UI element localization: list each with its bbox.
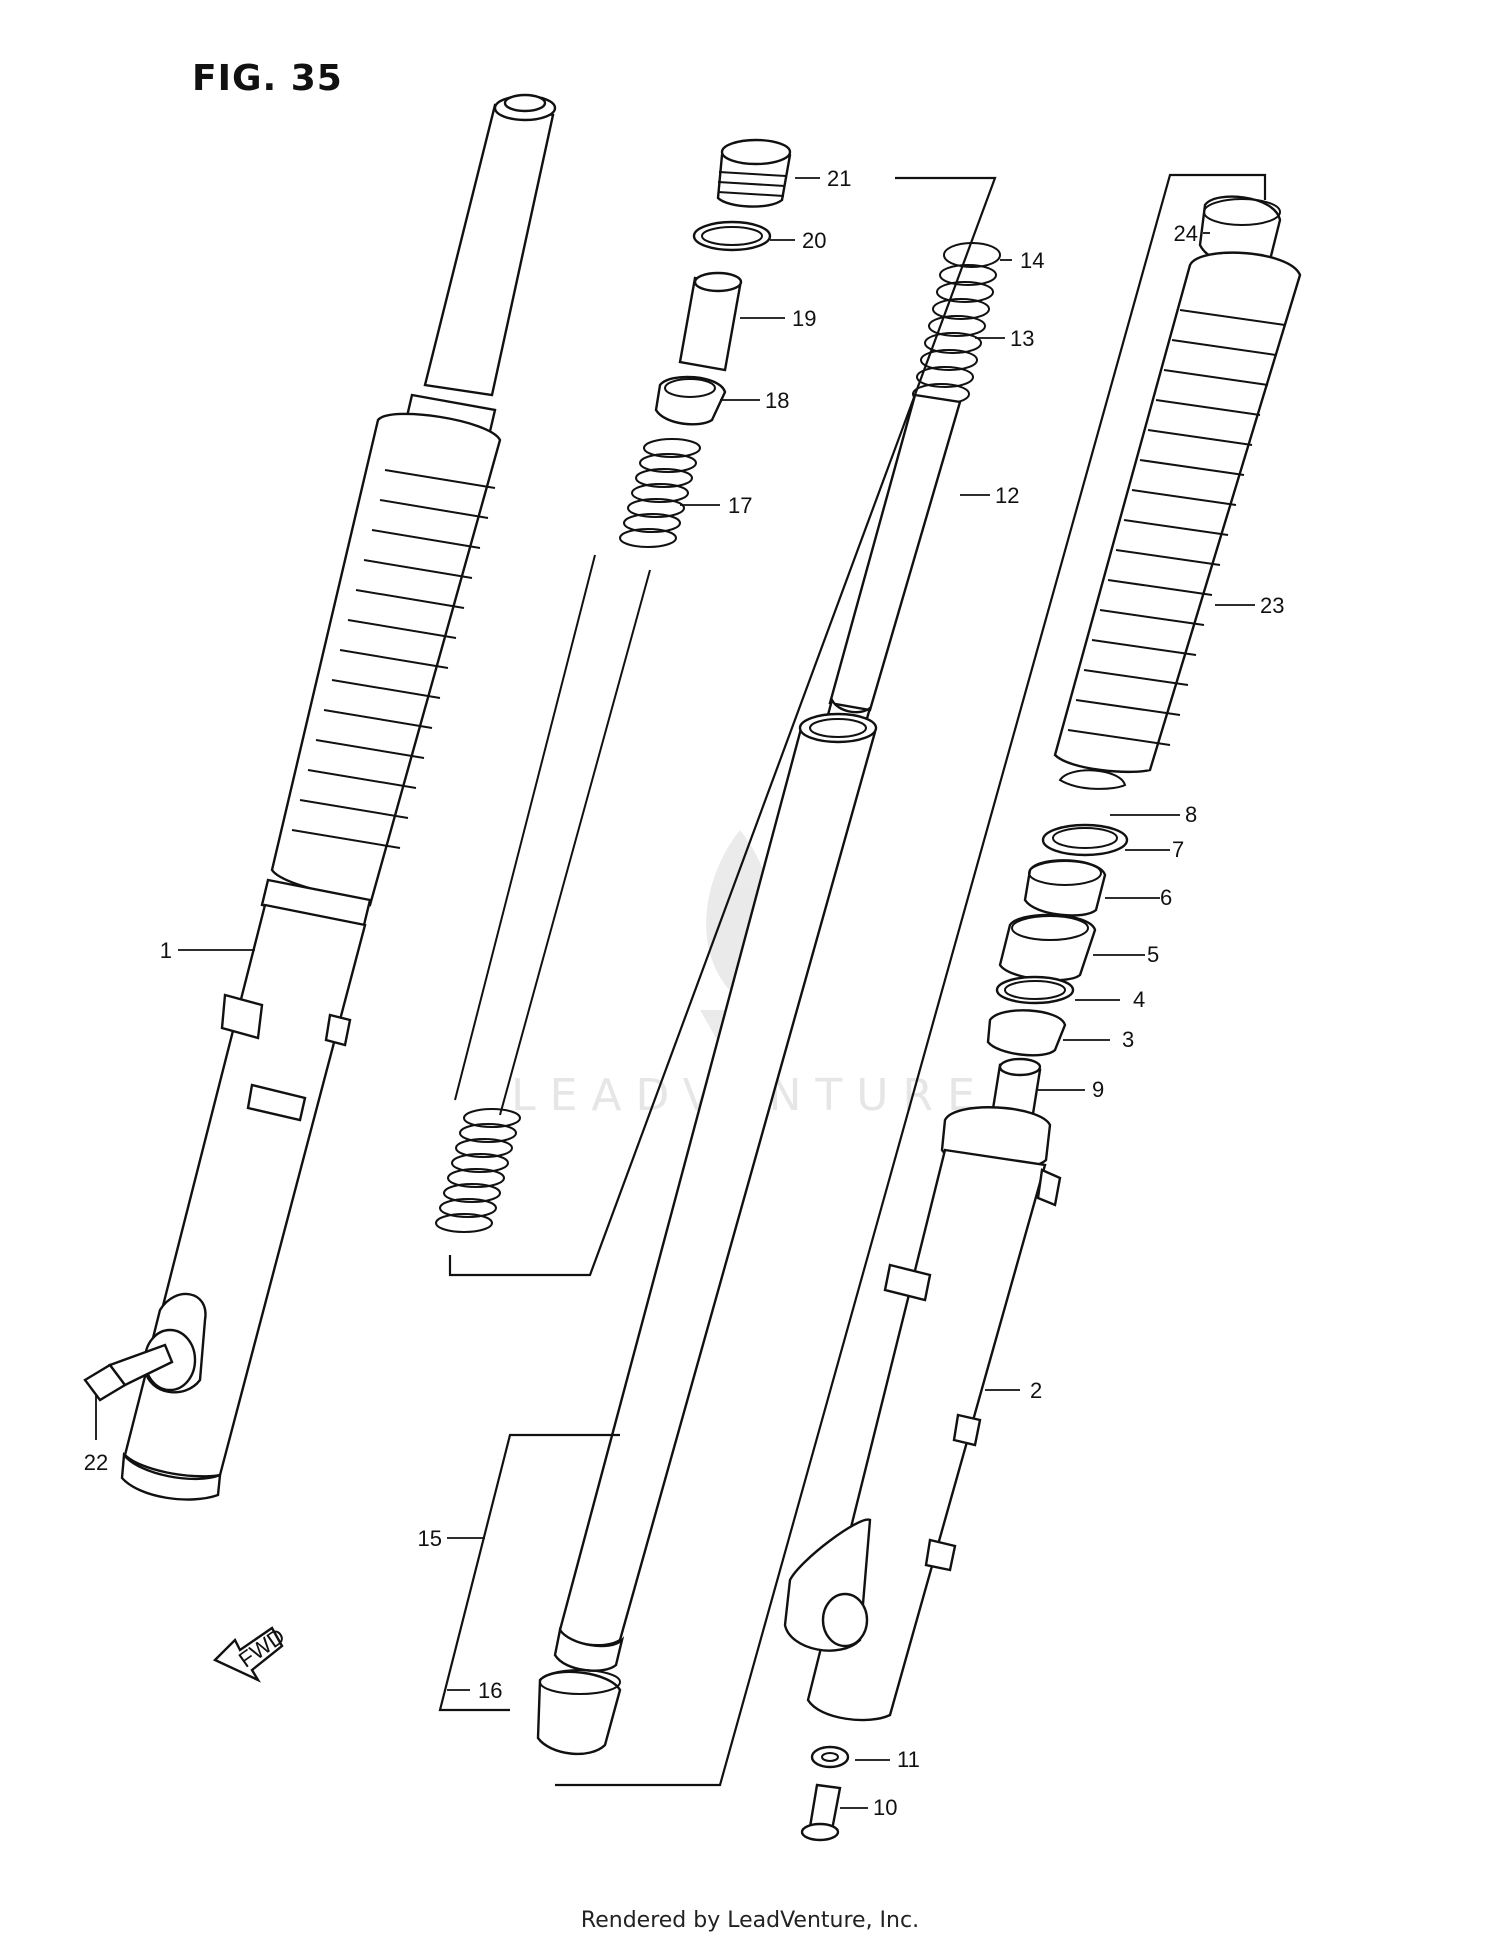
- callout-21: 21: [827, 166, 851, 191]
- damper-rod-12: [826, 242, 1001, 728]
- fwd-label: FWD: [234, 1623, 289, 1672]
- callout-18: 18: [765, 388, 789, 413]
- callout-15: 15: [418, 1526, 442, 1551]
- callout-1: 1: [160, 938, 172, 963]
- callout-11: 11: [897, 1747, 920, 1772]
- leader-lines: [95, 177, 1255, 1809]
- left-fork-assembly: [83, 93, 557, 1501]
- damper-rod-column: [435, 138, 997, 1277]
- callout-13: 13: [1010, 326, 1034, 351]
- callout-8: 8: [1185, 802, 1197, 827]
- callout-20: 20: [802, 228, 826, 253]
- right-fork-assembly: [783, 195, 1302, 1842]
- callout-7: 7: [1172, 837, 1184, 862]
- callout-22: 22: [84, 1450, 108, 1475]
- figure-title: FIG. 35: [192, 58, 343, 99]
- callout-5: 5: [1147, 942, 1159, 967]
- footer-credit: Rendered by LeadVenture, Inc.: [580, 1908, 920, 1933]
- callout-19: 19: [792, 306, 816, 331]
- callout-23: 23: [1260, 593, 1284, 618]
- callout-14: 14: [1020, 248, 1044, 273]
- callout-12: 12: [995, 483, 1019, 508]
- fork-tube-15: [438, 173, 1267, 1787]
- callout-9: 9: [1092, 1077, 1104, 1102]
- callout-16: 16: [478, 1678, 502, 1703]
- callout-labels: 1 2 3 4 5 6 7 8 9 10 11 12 13 14 15 16 1…: [84, 166, 1285, 1820]
- callout-4: 4: [1133, 987, 1145, 1012]
- callout-17: 17: [728, 493, 752, 518]
- callout-10: 10: [873, 1795, 897, 1820]
- callout-3: 3: [1122, 1027, 1134, 1052]
- fwd-arrow-icon: FWD: [212, 1623, 289, 1683]
- callout-24: 24: [1174, 221, 1198, 246]
- callout-6: 6: [1160, 885, 1172, 910]
- callout-2: 2: [1030, 1378, 1042, 1403]
